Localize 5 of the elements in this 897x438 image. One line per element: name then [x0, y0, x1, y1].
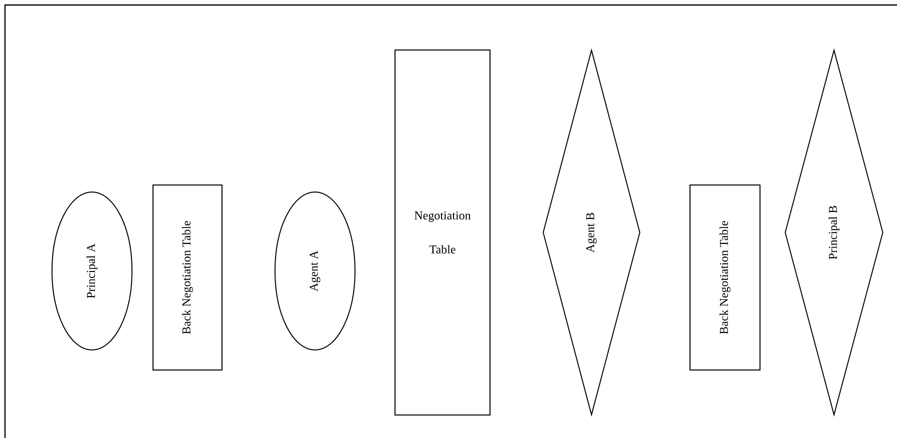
ellipse-node: Principal A: [52, 192, 132, 350]
table-box: Negotiation Table: [394, 50, 490, 416]
ellipse-node: Agent A: [274, 192, 356, 350]
table-box: Back Negotiation Table: [690, 184, 760, 370]
table-box: Back Negotiation Table: [152, 184, 222, 370]
